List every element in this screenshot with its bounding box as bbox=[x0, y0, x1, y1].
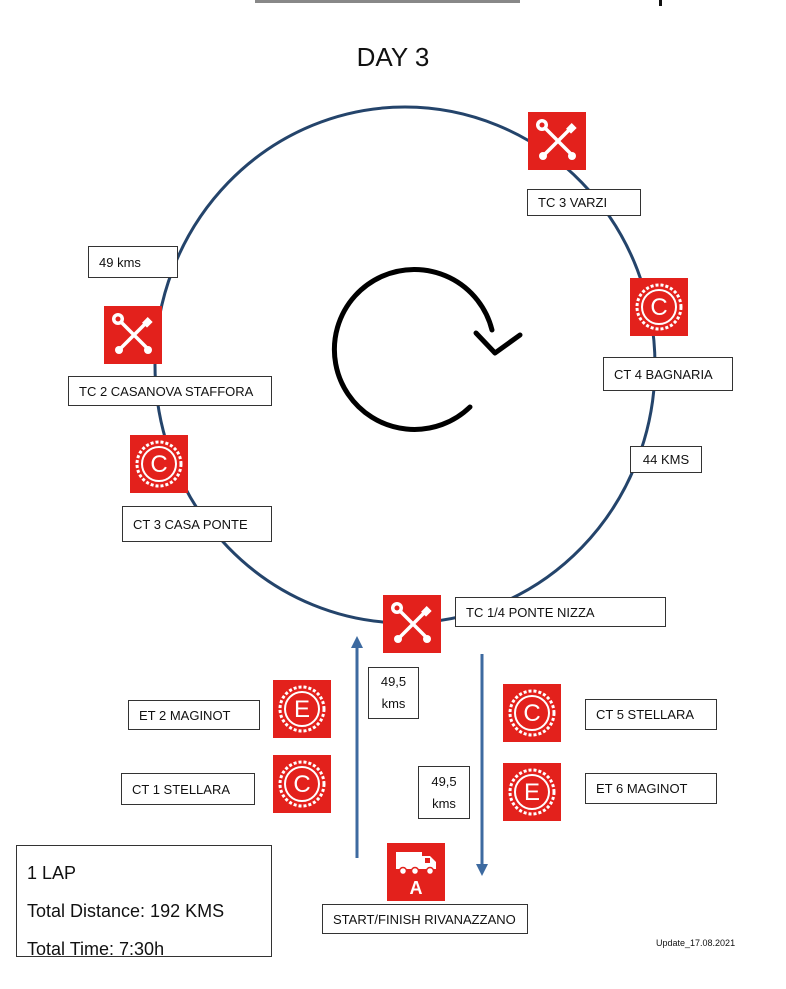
svg-text:E: E bbox=[524, 779, 540, 806]
tc2-label: TC 2 CASANOVA STAFFORA bbox=[68, 376, 272, 406]
top-edge-line bbox=[255, 0, 520, 3]
page-title: DAY 3 bbox=[356, 42, 430, 72]
distance-up-number: 49,5 bbox=[380, 674, 407, 689]
ct5-control-icon: C bbox=[503, 684, 561, 742]
direction-arrowhead bbox=[473, 330, 523, 356]
svg-text:C: C bbox=[293, 771, 310, 798]
et6-stage-icon: E bbox=[503, 763, 561, 821]
et2-stage-icon: E bbox=[273, 680, 331, 738]
distance-up-unit: kms bbox=[381, 696, 406, 711]
ct3-label: CT 3 CASA PONTE bbox=[122, 506, 272, 542]
tc14-service-icon bbox=[383, 595, 441, 653]
ct1-label: CT 1 STELLARA bbox=[121, 773, 255, 805]
summary-time: Total Time: 7:30h bbox=[27, 939, 165, 959]
summary-distance: Total Distance: 192 KMS bbox=[27, 901, 225, 921]
et2-label: ET 2 MAGINOT bbox=[128, 700, 260, 730]
summary-laps: 1 LAP bbox=[27, 863, 77, 883]
distance-label-49: 49 kms bbox=[88, 246, 178, 278]
svg-text:C: C bbox=[523, 700, 540, 727]
distance-label-44: 44 KMS bbox=[630, 446, 702, 473]
distance-down-unit: kms bbox=[432, 795, 456, 811]
svg-text:E: E bbox=[294, 696, 310, 723]
svg-text:A: A bbox=[410, 878, 423, 898]
tc2-service-icon bbox=[104, 306, 162, 364]
svg-text:C: C bbox=[150, 451, 167, 478]
distance-label-up: 49,5 kms bbox=[368, 667, 419, 719]
up-arrow-head bbox=[351, 636, 363, 648]
ct3-control-icon: C bbox=[130, 435, 188, 493]
ct4-label: CT 4 BAGNARIA bbox=[603, 357, 733, 391]
distance-down-number: 49,5 bbox=[431, 773, 457, 789]
start-finish-label: START/FINISH RIVANAZZANO bbox=[322, 904, 528, 934]
tc3-label: TC 3 VARZI bbox=[527, 189, 641, 216]
ct5-label: CT 5 STELLARA bbox=[585, 699, 717, 730]
start-truck-icon: A bbox=[387, 843, 445, 901]
tc14-label: TC 1/4 PONTE NIZZA bbox=[455, 597, 666, 627]
ct4-control-icon: C bbox=[630, 278, 688, 336]
ct1-control-icon: C bbox=[273, 755, 331, 813]
update-date: Update_17.08.2021 bbox=[656, 938, 736, 948]
route-loop bbox=[153, 105, 657, 625]
summary-box: 1 LAP Total Distance: 192 KMS Total Time… bbox=[16, 845, 272, 959]
down-arrow-head bbox=[476, 864, 488, 876]
distance-label-down: 49,5 kms bbox=[418, 766, 470, 819]
top-edge-mark bbox=[659, 0, 662, 6]
et6-label: ET 6 MAGINOT bbox=[585, 773, 717, 804]
direction-arrow bbox=[331, 267, 495, 432]
tc3-service-icon bbox=[528, 112, 586, 170]
svg-text:C: C bbox=[650, 294, 667, 321]
